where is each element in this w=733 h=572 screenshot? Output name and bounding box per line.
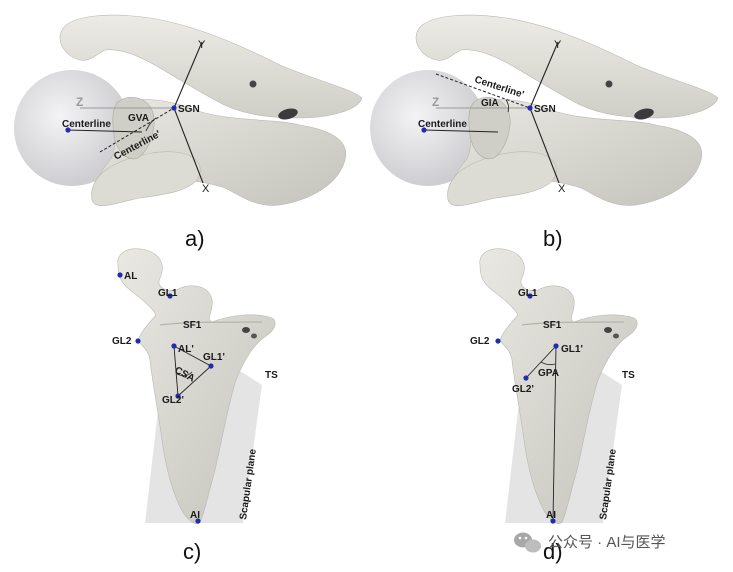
x-axis	[529, 107, 560, 184]
centerline-point	[421, 127, 427, 133]
gl1-point	[167, 293, 173, 299]
y-axis-label: Y	[198, 39, 206, 51]
ts-label: TS	[265, 370, 278, 381]
sf1-label: SF1	[183, 320, 202, 331]
watermark: 公众号 · AI与医学	[514, 532, 666, 553]
csa-arc	[176, 371, 193, 376]
caption-b: b)	[543, 226, 563, 251]
gpa-arc	[540, 361, 556, 366]
al-prime-label: AL'	[178, 344, 194, 355]
al-point	[117, 272, 123, 278]
spine-ridge	[159, 321, 263, 326]
sgn-label: SGN	[534, 104, 556, 115]
x-axis-label: X	[558, 183, 566, 195]
gia-label: GIA	[481, 98, 499, 109]
spine-ridge	[521, 321, 625, 326]
centerline-label: Centerline	[62, 119, 111, 130]
acromion-arch	[415, 14, 719, 119]
y-axis	[173, 41, 203, 109]
gl-line	[173, 345, 179, 397]
gl2-point	[495, 338, 501, 344]
z-axis-label: Z	[432, 95, 439, 109]
gva-arc	[145, 117, 157, 132]
sf1-label: SF1	[543, 320, 562, 331]
z-axis-label: Z	[76, 95, 83, 109]
al-label: AL	[124, 271, 137, 282]
panel-a: Z Y X Centerline GVA Centerline' SGN a)	[14, 14, 363, 251]
humeral-head-sphere	[14, 70, 130, 186]
caption-c: c)	[183, 539, 201, 564]
caption-a: a)	[185, 226, 205, 251]
gl1-point	[527, 293, 533, 299]
gl1-gl2-line	[177, 365, 212, 397]
ai-label: AI	[190, 510, 200, 521]
scapula-notch	[605, 80, 613, 88]
coracoid	[447, 151, 557, 206]
fossa-hole-2	[251, 333, 257, 339]
scapula-hole	[278, 108, 298, 120]
ai-label: AI	[546, 510, 556, 521]
watermark-text: 公众号 · AI与医学	[548, 534, 666, 551]
al-prime-point	[171, 343, 177, 349]
gl1-label: GL1	[158, 288, 178, 299]
panel-d: GL1 SF1 GL2 GL1' GPA GL2' TS AI Scapular…	[470, 248, 638, 564]
humeral-head-sphere	[370, 70, 486, 186]
gl2-prime-point	[175, 393, 181, 399]
caption-d: d)	[543, 539, 563, 564]
gl2-point	[135, 338, 141, 344]
ai-point	[195, 518, 201, 524]
y-axis-label: Y	[554, 39, 562, 51]
gl1-prime-label: GL1'	[561, 344, 583, 355]
coracoid	[91, 151, 201, 206]
gl2-prime-label: GL2'	[162, 395, 184, 406]
gl2-prime-label: GL2'	[512, 384, 534, 395]
gl1-label: GL1	[518, 288, 538, 299]
gl2-label: GL2	[470, 336, 490, 347]
ai-point	[550, 518, 556, 524]
gl-vertical-line	[552, 345, 557, 522]
wechat-icon	[514, 532, 541, 553]
panel-c: AL GL1 SF1 GL2 AL' GL1' CSA GL2' TS AI S…	[112, 248, 278, 564]
centerline-point	[65, 127, 71, 133]
gia-arc	[505, 99, 510, 113]
acromion-arch	[59, 14, 363, 119]
scapula-notch	[249, 80, 257, 88]
fossa-hole	[604, 327, 612, 333]
centerline	[423, 129, 499, 133]
glenoid	[468, 97, 511, 160]
scapula-hole	[634, 108, 654, 120]
panel-b: Z Y X Centerline GIA Centerline' SGN b)	[370, 14, 719, 251]
gva-label: GVA	[128, 113, 149, 124]
x-axis	[173, 107, 204, 184]
fossa-hole	[242, 327, 250, 333]
glenoid	[112, 97, 155, 160]
centerline-prime	[99, 107, 175, 153]
centerline	[67, 129, 143, 133]
gl1-prime-point	[208, 363, 214, 369]
gl1-prime-label: GL1'	[203, 352, 225, 363]
y-axis	[529, 41, 559, 109]
gl2-prime-point	[523, 375, 529, 381]
sgn-label: SGN	[178, 104, 200, 115]
ts-label: TS	[622, 370, 635, 381]
gl1-prime-point	[553, 343, 559, 349]
al-gl1-line	[173, 345, 212, 367]
x-axis-label: X	[202, 183, 210, 195]
sgn-point	[527, 105, 533, 111]
gpa-label: GPA	[538, 368, 559, 379]
gl2-label: GL2	[112, 336, 132, 347]
fossa-hole-2	[613, 333, 619, 339]
centerline-label: Centerline	[418, 119, 467, 130]
centerline-prime	[435, 73, 531, 109]
sgn-point	[171, 105, 177, 111]
